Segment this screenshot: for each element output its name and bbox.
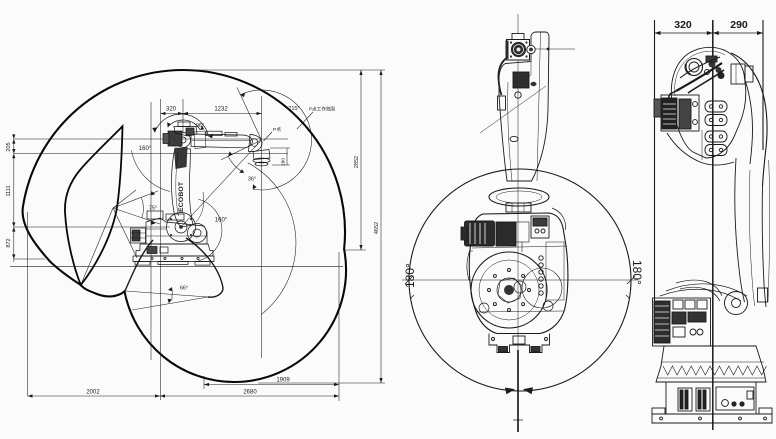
svg-text:2852: 2852 (354, 156, 360, 168)
svg-text:75°: 75° (149, 206, 157, 212)
svg-text:180°: 180° (630, 260, 644, 285)
svg-text:205: 205 (6, 142, 12, 151)
svg-text:96°: 96° (196, 123, 204, 129)
svg-text:36°: 36° (248, 177, 256, 183)
svg-text:4652: 4652 (374, 222, 380, 234)
svg-text:ECOBOT: ECOBOT (178, 181, 185, 212)
svg-text:290: 290 (730, 19, 748, 31)
svg-text:160°: 160° (139, 146, 152, 152)
svg-text:320: 320 (674, 19, 692, 31)
svg-text:P点工作范围: P点工作范围 (309, 106, 335, 113)
svg-text:2680: 2680 (243, 390, 257, 396)
svg-text:180°: 180° (403, 263, 417, 288)
svg-text:160°: 160° (215, 218, 228, 224)
svg-text:P点: P点 (273, 127, 281, 133)
svg-text:872: 872 (6, 238, 12, 247)
svg-text:215°: 215° (288, 106, 299, 112)
svg-text:180: 180 (281, 158, 287, 166)
svg-text:66°: 66° (180, 286, 188, 292)
svg-text:1111: 1111 (6, 185, 12, 196)
svg-text:2002: 2002 (86, 390, 100, 396)
svg-text:1232: 1232 (214, 107, 228, 113)
svg-text:320: 320 (166, 107, 177, 113)
svg-text:1909: 1909 (276, 378, 290, 384)
